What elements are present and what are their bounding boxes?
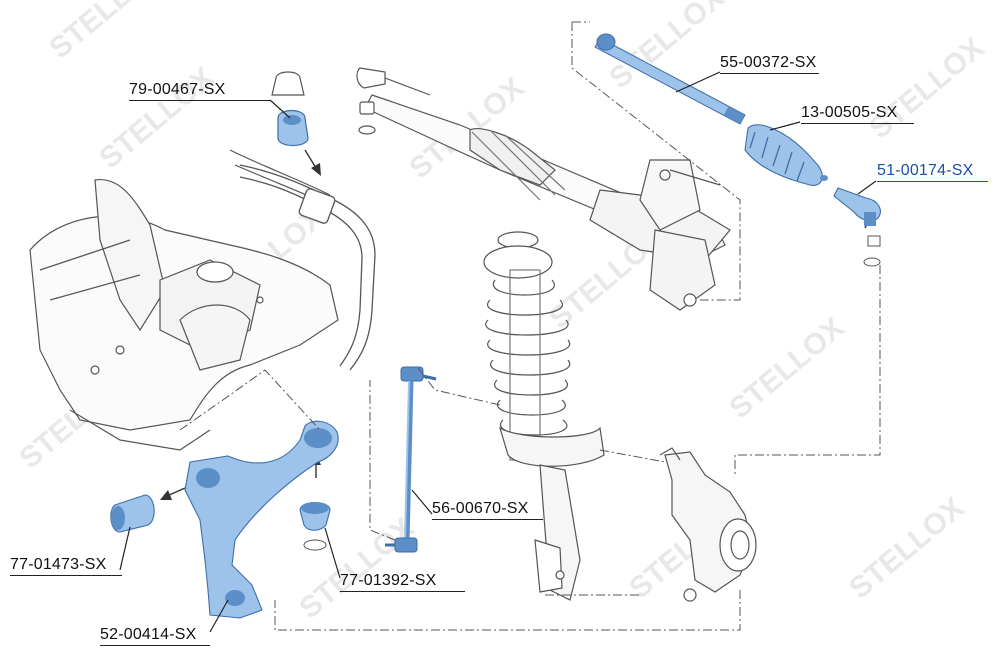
label-text: 13-00505-SX	[801, 104, 898, 121]
label-arm-rear-bushing[interactable]: 77-01473-SX	[10, 556, 107, 574]
strut-assembly	[483, 231, 605, 601]
label-control-arm[interactable]: 52-00414-SX	[100, 626, 197, 644]
steering-knuckle	[659, 447, 757, 602]
label-text: 51-00174-SX	[877, 162, 974, 179]
label-text: 56-00670-SX	[432, 500, 529, 517]
leader-lines	[119, 71, 877, 633]
subframe	[29, 149, 339, 451]
left-tie-rod-end	[356, 67, 431, 135]
label-stabilizer-bushing[interactable]: 79-00467-SX	[129, 81, 226, 99]
label-tie-rod-end[interactable]: 51-00174-SX	[877, 162, 974, 180]
label-underline	[129, 100, 270, 101]
tie-rod-end-part	[833, 187, 881, 267]
steering-boot-part	[744, 124, 828, 186]
label-underline	[877, 181, 988, 182]
label-stabilizer-link[interactable]: 56-00670-SX	[432, 500, 529, 518]
stabilizer-link-part	[385, 366, 437, 553]
ball-joint-boot-part	[299, 501, 331, 551]
label-underline	[100, 645, 210, 646]
watermark-text: STELLOX	[723, 311, 850, 425]
inner-tie-rod-part	[594, 33, 746, 125]
label-underline	[801, 123, 914, 124]
label-text: 77-01392-SX	[340, 572, 437, 589]
label-steering-boot[interactable]: 13-00505-SX	[801, 104, 898, 122]
arm-bushing-part	[110, 494, 155, 533]
stabilizer-bracket	[271, 71, 305, 96]
label-underline	[720, 73, 819, 74]
watermark-text: STELLOX	[843, 491, 970, 605]
label-ball-joint-boot[interactable]: 77-01392-SX	[340, 572, 437, 590]
watermark-text: STELLOX	[93, 61, 220, 175]
label-text: 79-00467-SX	[129, 81, 226, 98]
dash-dot-assembly-lines	[179, 21, 881, 631]
label-underline	[340, 591, 465, 592]
watermark-text: STELLOX	[863, 31, 990, 145]
label-text: 52-00414-SX	[100, 626, 197, 643]
label-underline	[432, 519, 543, 520]
steering-rack	[364, 94, 731, 311]
control-arm-part	[184, 420, 339, 619]
label-underline	[10, 575, 122, 576]
label-text: 77-01473-SX	[10, 556, 107, 573]
stabilizer-bushing-part	[277, 109, 309, 147]
label-inner-tie-rod[interactable]: 55-00372-SX	[720, 54, 817, 72]
stabilizer-bar	[239, 164, 376, 371]
label-text: 55-00372-SX	[720, 54, 817, 71]
watermark-text: STELLOX	[43, 0, 170, 65]
